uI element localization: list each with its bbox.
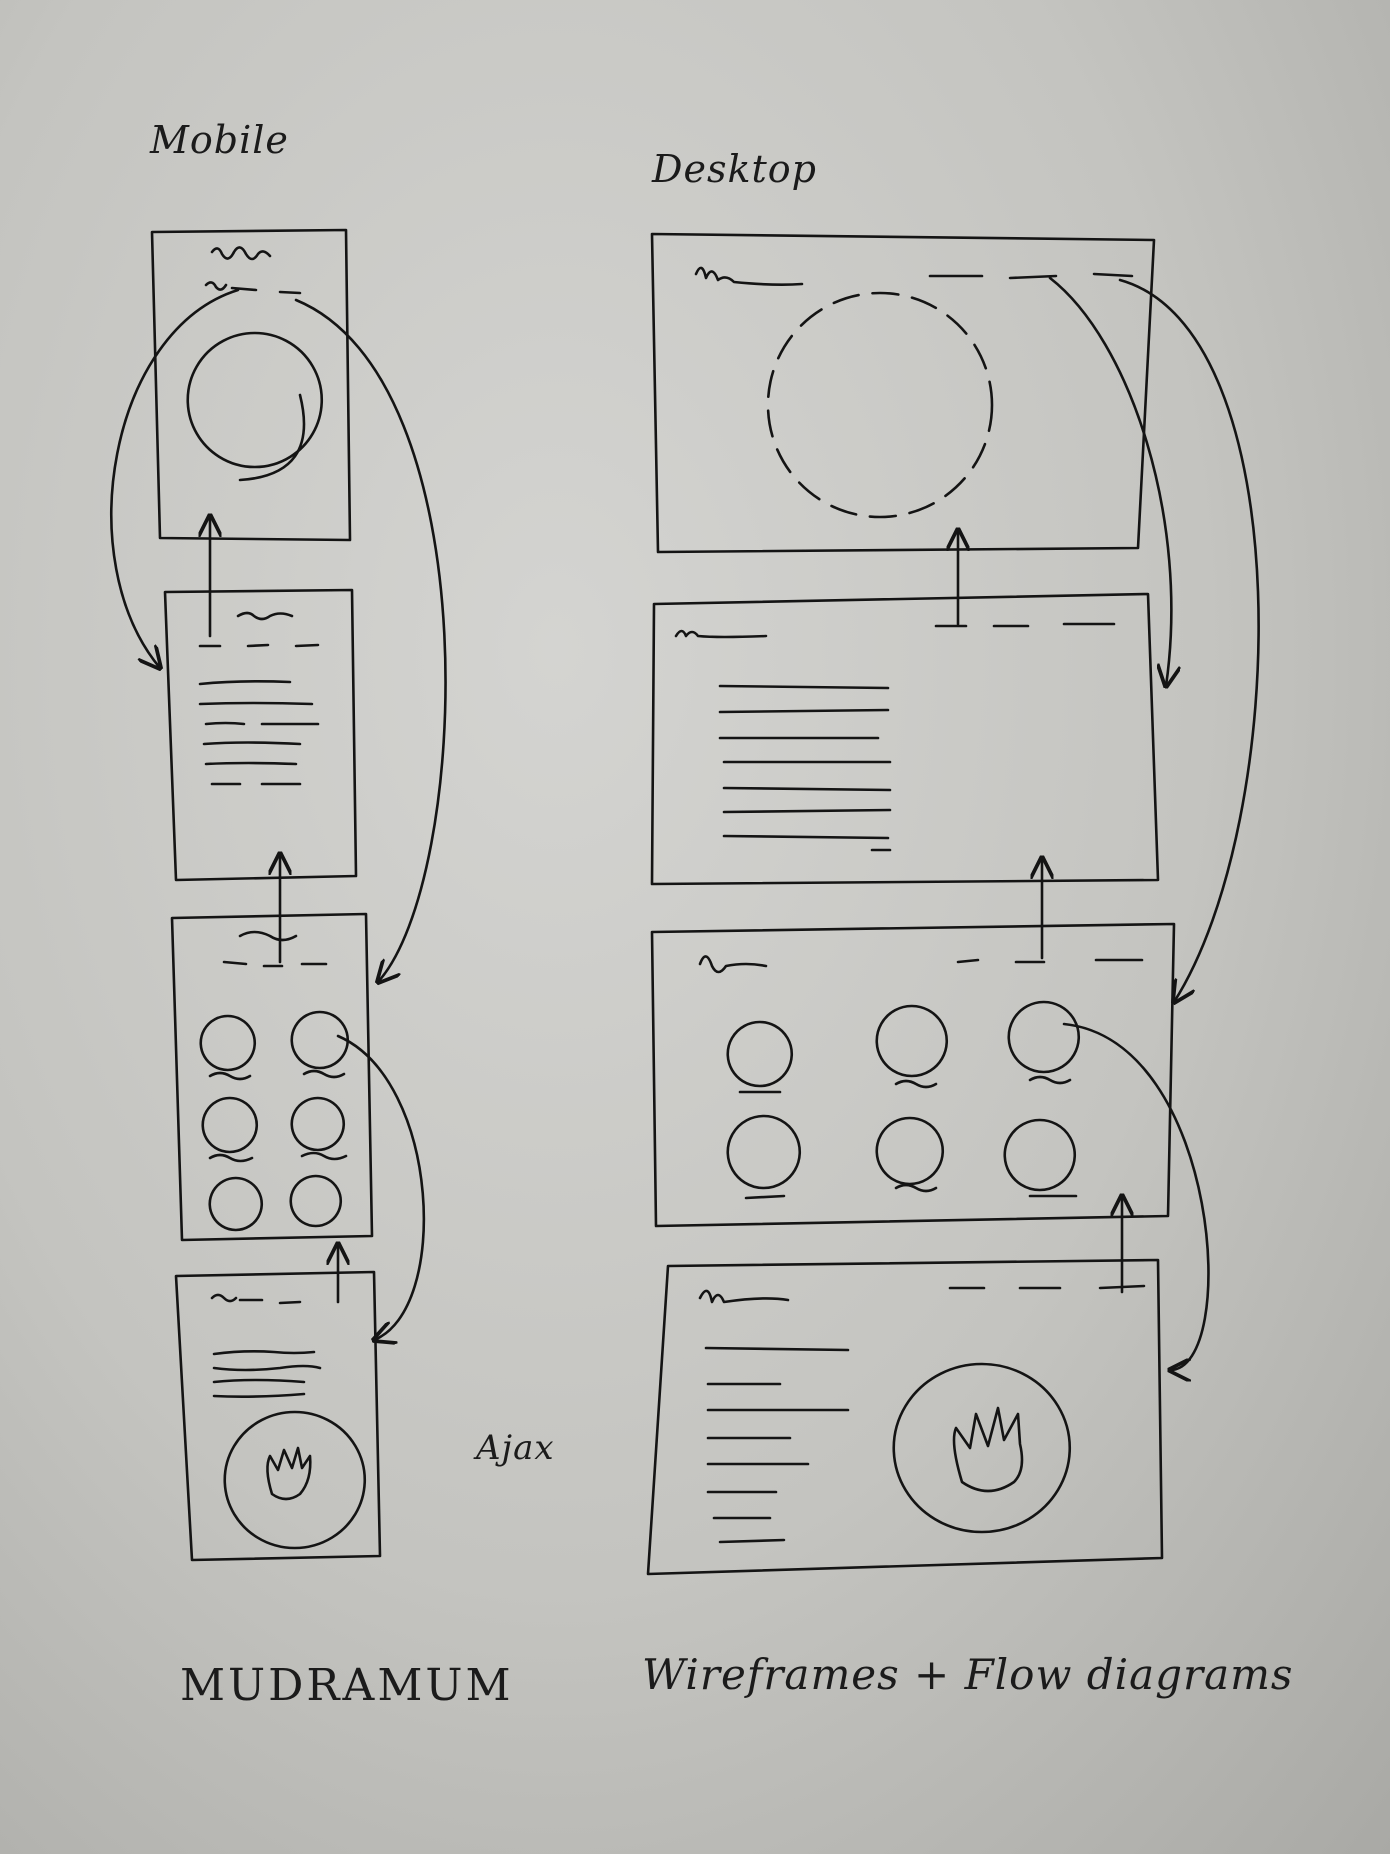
mobile-screen-grid — [172, 914, 372, 1240]
desktop-screen-detail — [648, 1260, 1162, 1574]
desktop-screen-article — [652, 594, 1158, 884]
mobile-screen-detail — [176, 1272, 380, 1560]
flow-arrow-grid-item-to-detail — [338, 1036, 424, 1340]
desktop-screen-home — [652, 234, 1154, 552]
desktop-arrow-nav-to-grid — [1120, 280, 1259, 1002]
flow-arrow-home-nav-to-article — [111, 290, 238, 668]
mobile-screen-article — [165, 590, 356, 880]
desktop-arrow-grid-item-to-detail — [1064, 1024, 1208, 1370]
flow-arrow-home-nav-to-grid — [296, 300, 446, 982]
mobile-screen-home — [152, 230, 350, 540]
desktop-screen-grid — [652, 924, 1174, 1226]
